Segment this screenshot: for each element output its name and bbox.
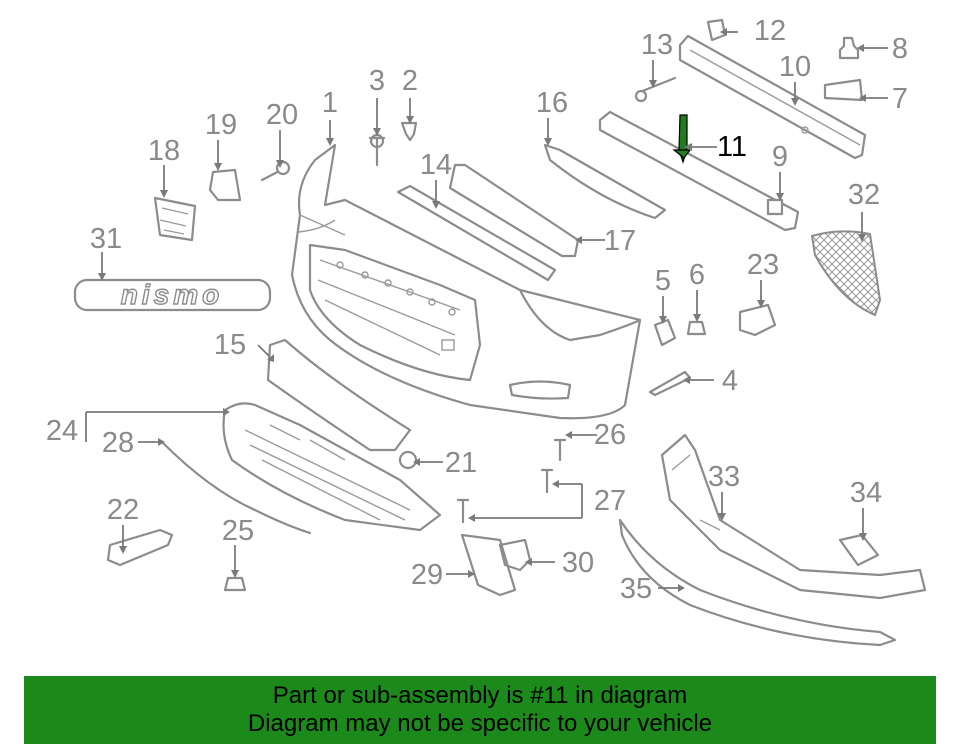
nut-8 <box>838 36 860 60</box>
bolt-27a <box>540 468 554 494</box>
bracket-16 <box>543 143 667 220</box>
callout-3: 3 <box>369 65 385 97</box>
beam-9 <box>598 110 800 232</box>
screw-20 <box>260 160 291 182</box>
callout-14: 14 <box>420 149 452 181</box>
callout-23: 23 <box>747 249 779 281</box>
callout-19: 19 <box>205 109 237 141</box>
clip-5 <box>653 318 677 347</box>
callout-30: 30 <box>562 547 594 579</box>
callout-22: 22 <box>107 494 139 526</box>
bolt-13 <box>634 76 677 103</box>
bracket-11-highlighted <box>672 114 692 164</box>
banner-line-1: Part or sub-assembly is #11 in diagram <box>272 682 688 709</box>
bracket-29 <box>460 533 517 597</box>
callout-25: 25 <box>222 515 254 547</box>
bolt-26 <box>553 438 567 462</box>
clip-25 <box>223 576 247 592</box>
beam-10 <box>678 34 867 160</box>
bracket-23 <box>738 303 777 337</box>
callout-2: 2 <box>402 65 418 97</box>
callout-18: 18 <box>148 135 180 167</box>
lip-spoiler-33-35 <box>618 433 927 647</box>
undercover-24 <box>222 402 442 532</box>
callout-1: 1 <box>322 87 338 119</box>
molding-14 <box>396 184 557 282</box>
callout-27: 27 <box>594 485 626 517</box>
gtr-emblem-18 <box>153 196 197 242</box>
bracket-7 <box>823 78 864 102</box>
callout-32: 32 <box>848 179 880 211</box>
bracket-19 <box>208 168 242 202</box>
callout-numbers: 1 2 3 4 5 6 7 8 9 10 11 12 13 14 15 16 1… <box>46 15 908 605</box>
leader-lines <box>85 31 888 589</box>
bracket-34 <box>838 533 880 567</box>
grille-32 <box>810 230 882 317</box>
nismo-emblem-text: nismo <box>121 279 223 310</box>
callout-4: 4 <box>722 365 738 397</box>
banner-line-2: Diagram may not be specific to your vehi… <box>247 710 713 737</box>
callout-9: 9 <box>772 141 788 173</box>
strip-28 <box>160 440 312 535</box>
callout-35: 35 <box>620 573 652 605</box>
clip-6 <box>686 320 707 336</box>
bracket-12 <box>706 18 727 42</box>
bracket-4 <box>648 370 692 397</box>
callout-31: 31 <box>90 223 122 255</box>
callout-21: 21 <box>445 447 477 479</box>
callout-26: 26 <box>594 419 626 451</box>
callout-34: 34 <box>850 477 882 509</box>
callout-5: 5 <box>655 265 671 297</box>
callout-16: 16 <box>536 87 568 119</box>
ring-21 <box>398 450 418 470</box>
clip-2 <box>400 121 418 142</box>
callout-8: 8 <box>892 33 908 65</box>
callout-10: 10 <box>779 51 811 83</box>
bumper-cover <box>290 143 642 420</box>
callout-15: 15 <box>214 329 246 361</box>
molding-15 <box>266 338 412 452</box>
info-banner: Part or sub-assembly is #11 in diagram D… <box>24 676 936 744</box>
bolt-27b <box>456 498 470 524</box>
callout-20: 20 <box>266 99 298 131</box>
callout-7: 7 <box>892 83 908 115</box>
grille-17 <box>448 163 580 258</box>
callout-33: 33 <box>708 461 740 493</box>
callout-29: 29 <box>411 559 443 591</box>
tow-hook-22 <box>106 528 174 567</box>
callout-24: 24 <box>46 415 78 447</box>
bracket-30 <box>498 538 532 572</box>
callout-12: 12 <box>754 15 786 47</box>
callout-13: 13 <box>641 29 673 61</box>
leader-arrows <box>98 28 867 592</box>
nismo-emblem-31: nismo <box>73 278 272 312</box>
callout-11: 11 <box>717 131 747 163</box>
callout-6: 6 <box>689 259 705 291</box>
callout-28: 28 <box>102 427 134 459</box>
callout-17: 17 <box>604 225 636 257</box>
clip-3 <box>368 133 386 167</box>
